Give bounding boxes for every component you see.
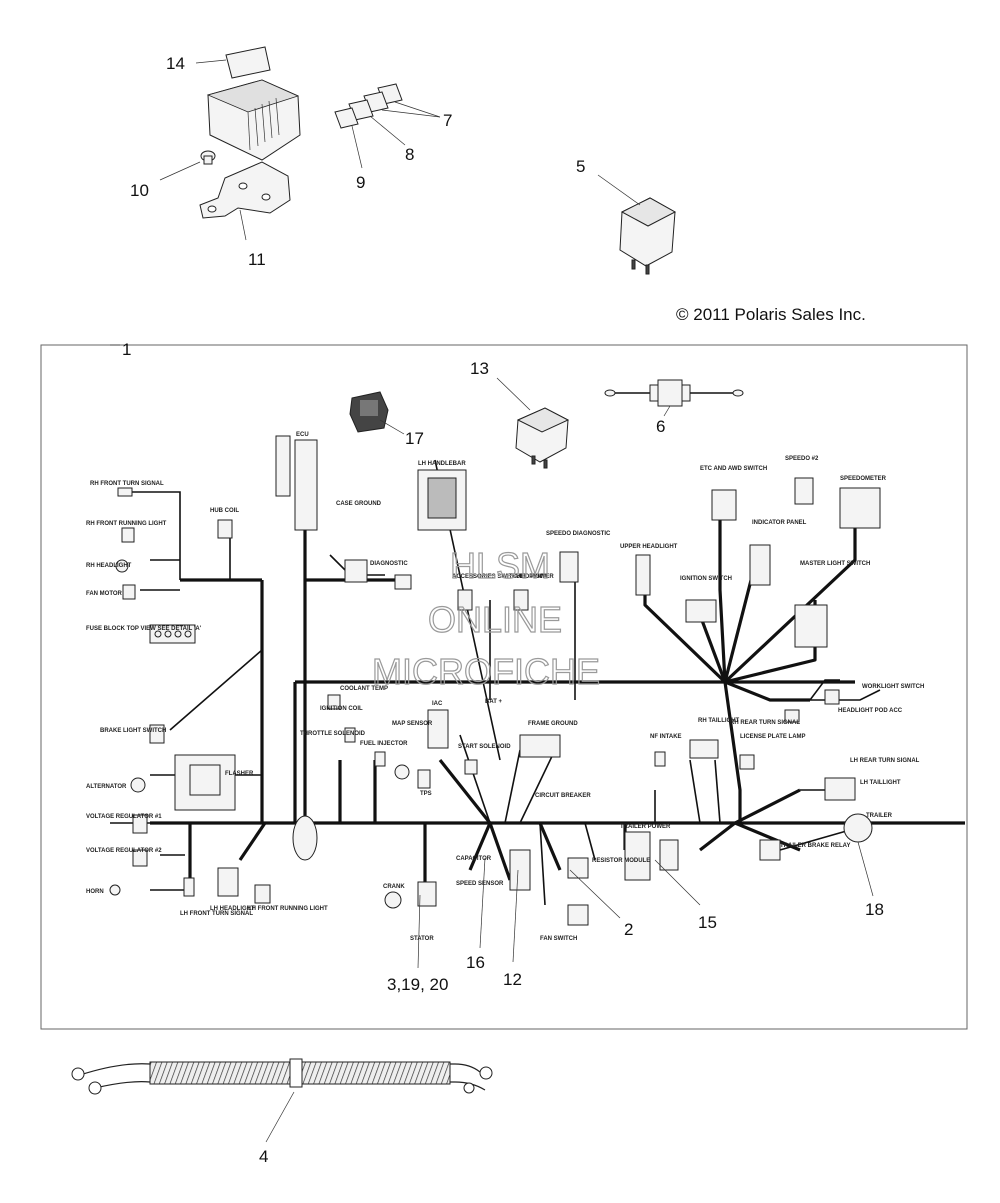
harness-labels: RH FRONT TURN SIGNAL HUB COIL ECU CASE G… xyxy=(86,432,924,942)
callout-8: 8 xyxy=(405,145,414,164)
callout-6: 6 xyxy=(656,417,665,436)
callout-16: 16 xyxy=(466,953,485,972)
callout-3-19-20: 3,19, 20 xyxy=(387,975,448,994)
label-rh-front-turn: RH FRONT TURN SIGNAL xyxy=(90,481,164,487)
callout-4: 4 xyxy=(259,1147,268,1166)
label-resistor-module: RESISTOR MODULE xyxy=(592,858,650,864)
callout-15: 15 xyxy=(698,913,717,932)
label-fuse-block: FUSE BLOCK TOP VIEW SEE DETAIL 'A' xyxy=(86,626,202,632)
label-nf-intake: NF INTAKE xyxy=(650,734,682,740)
watermark: HLSM ONLINE MICROFICHE xyxy=(371,544,600,692)
label-hub-coil: HUB COIL xyxy=(210,508,239,514)
svg-text:MICROFICHE: MICROFICHE xyxy=(372,651,600,692)
svg-text:HLSM: HLSM xyxy=(450,545,550,586)
part-10-screw xyxy=(159,150,216,181)
part-7-8-9-fuses xyxy=(334,83,441,169)
fuse-box-cover xyxy=(206,79,301,161)
label-capacitor: CAPACITOR xyxy=(456,856,492,862)
label-fan-motor: FAN MOTOR xyxy=(86,591,123,597)
label-lh-handlebar: LH HANDLEBAR xyxy=(418,461,466,467)
callout-14: 14 xyxy=(166,54,185,73)
callout-1: 1 xyxy=(122,340,131,359)
label-rh-rear-turn: RH REAR TURN SIGNAL xyxy=(730,720,800,726)
label-fan-switch: FAN SWITCH xyxy=(540,936,577,942)
label-lh-headlight: LH HEADLIGHT xyxy=(210,906,255,912)
label-brake-light-switch: BRAKE LIGHT SWITCH xyxy=(100,728,166,734)
part-14-decal xyxy=(195,46,271,79)
callout-9: 9 xyxy=(356,173,365,192)
svg-text:ONLINE: ONLINE xyxy=(428,599,562,640)
label-speedo-2: SPEEDO #2 xyxy=(785,456,819,462)
label-speed-sensor: SPEED SENSOR xyxy=(456,881,504,887)
label-upper-headlight: UPPER HEADLIGHT xyxy=(620,544,678,550)
label-map-sensor: MAP SENSOR xyxy=(392,721,433,727)
part-13-relay xyxy=(496,377,570,469)
label-speedo-diagnostic: SPEEDO DIAGNOSTIC xyxy=(546,531,611,537)
label-worklight-switch: WORKLIGHT SWITCH xyxy=(862,684,924,690)
label-throttle-solenoid: THROTTLE SOLENOID xyxy=(300,731,366,737)
callout-10: 10 xyxy=(130,181,149,200)
part-5-relay xyxy=(597,174,677,275)
label-start-solenoid: START SOLENOID xyxy=(458,744,511,750)
callout-5: 5 xyxy=(576,157,585,176)
harness-components xyxy=(109,435,881,926)
label-crank: CRANK xyxy=(383,884,405,890)
label-voltage-reg-2: VOLTAGE REGULATOR #2 xyxy=(86,848,162,854)
callout-2: 2 xyxy=(624,920,633,939)
part-17-connector xyxy=(349,391,405,435)
label-rh-headlight: RH HEADLIGHT xyxy=(86,563,132,569)
label-etc-switch: ETC AND AWD SWITCH xyxy=(700,466,767,472)
label-ignition-switch: IGNITION SWITCH xyxy=(680,576,732,582)
label-case-ground: CASE GROUND xyxy=(336,501,382,507)
label-rh-front-running: RH FRONT RUNNING LIGHT xyxy=(86,521,167,527)
callout-7: 7 xyxy=(443,111,452,130)
label-horn: HORN xyxy=(86,889,104,895)
callout-13: 13 xyxy=(470,359,489,378)
callout-11: 11 xyxy=(248,250,266,269)
label-diagnostic: DIAGNOSTIC xyxy=(370,561,408,567)
label-iac: IAC xyxy=(432,701,443,707)
label-frame-ground: FRAME GROUND xyxy=(528,721,578,727)
label-lh-front-turn: LH FRONT TURN SIGNAL xyxy=(180,911,253,917)
label-fuel-pump: FUEL PUMP xyxy=(512,574,547,580)
label-rh-taillight: RH TAILLIGHT xyxy=(698,718,740,724)
label-trailer: TRAILER xyxy=(866,813,893,819)
label-trailer-power: TRAILER POWER xyxy=(620,824,671,830)
part-4-battery-cable xyxy=(71,1058,493,1143)
label-lh-front-running: LH FRONT RUNNING LIGHT xyxy=(248,906,328,912)
callout-18: 18 xyxy=(865,900,884,919)
label-headlight-pod: HEADLIGHT POD ACC xyxy=(838,708,903,714)
label-alternator: ALTERNATOR xyxy=(86,784,127,790)
label-fuel-injector: FUEL INJECTOR xyxy=(360,741,408,747)
label-ignition-coil: IGNITION COIL xyxy=(320,706,363,712)
callout-17: 17 xyxy=(405,429,424,448)
label-coolant-temp: COOLANT TEMP xyxy=(340,686,388,692)
label-ecu: ECU xyxy=(296,432,309,438)
copyright-text: © 2011 Polaris Sales Inc. xyxy=(676,305,866,324)
label-tps: TPS xyxy=(420,791,432,797)
part-11-bracket xyxy=(199,161,291,241)
label-license-plate: LICENSE PLATE LAMP xyxy=(740,734,806,740)
label-lh-rear-turn: LH REAR TURN SIGNAL xyxy=(850,758,920,764)
label-lh-taillight: LH TAILLIGHT xyxy=(860,780,901,786)
part-6-inline-fuse xyxy=(604,379,744,417)
label-indicator-panel: INDICATOR PANEL xyxy=(752,520,807,526)
label-stator: STATOR xyxy=(410,936,434,942)
label-bat: BAT + xyxy=(485,699,503,705)
label-flasher: FLASHER xyxy=(225,771,254,777)
label-voltage-reg-1: VOLTAGE REGULATOR #1 xyxy=(86,814,162,820)
label-trailer-brake-relay: TRAILER BRAKE RELAY xyxy=(780,843,850,849)
harness-assembly-frame xyxy=(40,344,968,1030)
callout-12: 12 xyxy=(503,970,522,989)
main-harness-trunk xyxy=(150,460,965,905)
label-master-light-switch: MASTER LIGHT SWITCH xyxy=(800,561,870,567)
label-circuit-breaker: CIRCUIT BREAKER xyxy=(535,793,591,799)
label-accessories: ACCESSORIES SWITCHED POWER xyxy=(452,574,554,580)
label-speedometer: SPEEDOMETER xyxy=(840,476,887,482)
